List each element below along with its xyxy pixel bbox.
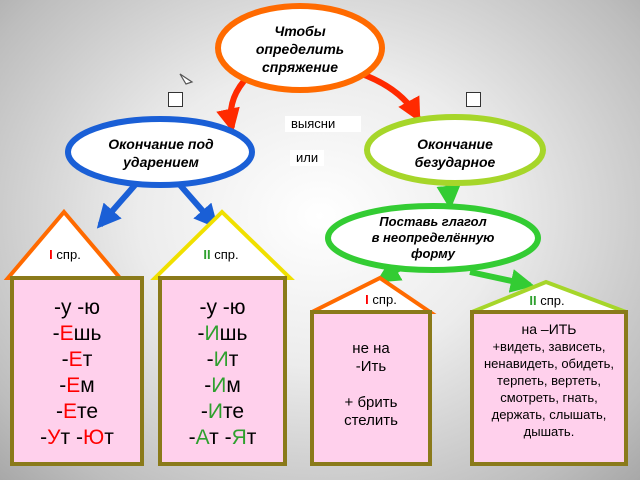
ending-row: -Ете	[55, 400, 99, 423]
house1-body	[10, 276, 144, 466]
ending-row: -у -ю	[53, 296, 101, 319]
house3-line: стелить	[344, 412, 398, 429]
house1-roman: I	[49, 247, 53, 262]
arrow-to-house1	[96, 183, 138, 229]
oval-infinitive	[325, 203, 541, 273]
house3-label: I спр.	[336, 292, 426, 307]
ending-row: -Им	[204, 374, 241, 397]
arrow-to-house2	[177, 183, 219, 229]
ending-row: -Ешь	[52, 322, 102, 345]
top-line1: Чтобы	[274, 23, 326, 39]
infinitive-text: Поставь глагол в неопределённую форму	[333, 214, 533, 262]
house3-spr: спр.	[372, 292, 397, 307]
house2-roof	[150, 209, 295, 280]
house4-text: на –ИТЬ +видеть, зависеть, ненавидеть, о…	[473, 321, 625, 440]
house2-endings: -у -ю -Ишь -Ит -Им -Ите -Ат -Ят	[160, 295, 285, 451]
top-line3: спряжение	[261, 59, 339, 75]
house3-roman: I	[365, 292, 369, 307]
checkbox-left-icon	[168, 92, 183, 107]
house4-roman: II	[529, 293, 537, 308]
ending-row: -Ит	[206, 348, 239, 371]
ending-row: -у -ю	[199, 296, 246, 319]
infinitive-line2: в неопределённую	[371, 230, 495, 245]
label-or: или	[290, 150, 325, 166]
ending-row: -Ат -Ят	[188, 426, 257, 449]
house3-text: не на -Ить + брить стелить	[316, 340, 426, 430]
label-find-out: выясни	[285, 116, 361, 132]
house4-spr: спр.	[540, 293, 565, 308]
house3-line: -Ить	[355, 358, 387, 375]
infinitive-line3: форму	[410, 246, 456, 261]
unstressed-text: Окончание безударное	[380, 135, 530, 171]
top-line2: определить	[255, 41, 345, 57]
house3-line	[316, 376, 426, 394]
top-text: Чтобы определить спряжение	[230, 22, 370, 76]
house1-endings: -у -ю -Ешь -Ет -Ем -Ете -Ут -Ют	[12, 295, 142, 451]
house1-label: I спр.	[20, 247, 110, 262]
house3-body	[310, 310, 432, 466]
house4-line: на –ИТЬ	[521, 321, 577, 337]
ending-row: -Ите	[200, 400, 245, 423]
cursor-icon	[179, 73, 194, 85]
house3-line: не на	[352, 340, 390, 357]
house4-line: смотреть, гнать,	[500, 390, 598, 405]
infinitive-line1: Поставь глагол	[379, 214, 487, 229]
ending-row: -Ут -Ют	[40, 426, 114, 449]
house4-label: II спр.	[502, 293, 592, 308]
stressed-line1: Окончание под	[108, 136, 214, 152]
house2-roman: II	[203, 247, 211, 262]
house2-spr: спр.	[214, 247, 239, 262]
house4-line: дышать.	[523, 424, 575, 439]
house3-line: + брить	[344, 394, 398, 411]
house1-spr: спр.	[56, 247, 81, 262]
house4-line: держать, слышать,	[491, 407, 607, 422]
arrow-to-house4	[469, 269, 535, 293]
house4-line: ненавидеть, обидеть,	[484, 356, 614, 371]
ending-row: -Ишь	[197, 322, 248, 345]
oval-top	[215, 3, 385, 93]
ending-row: -Ет	[61, 348, 93, 371]
stressed-line2: ударением	[123, 154, 199, 170]
checkbox-right-icon	[466, 92, 481, 107]
stressed-text: Окончание под ударением	[76, 135, 246, 171]
unstressed-line1: Окончание	[417, 136, 493, 152]
house2-label: II спр.	[176, 247, 266, 262]
house4-line: +видеть, зависеть,	[492, 339, 606, 354]
house2-body	[158, 276, 287, 466]
house4-body	[470, 310, 628, 466]
ending-row: -Ем	[59, 374, 95, 397]
unstressed-line2: безударное	[414, 154, 496, 170]
oval-unstressed	[364, 114, 546, 186]
house4-line: терпеть, вертеть,	[497, 373, 601, 388]
oval-stressed	[65, 116, 255, 188]
